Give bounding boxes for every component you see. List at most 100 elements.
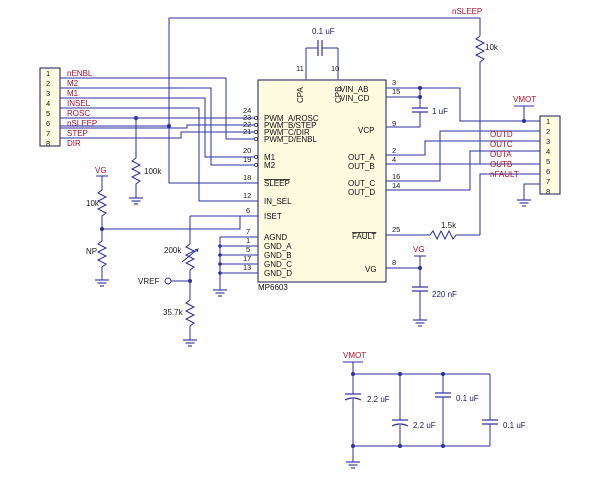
left-header-net-labels: nENBL M2 M1 INSEL ROSC nSLEEP STEP DIR [67, 69, 97, 148]
label-res-nsleep: 10k [485, 43, 499, 52]
left-header-wiring [60, 77, 258, 202]
left-header-pin-numbers: 1 2 3 4 5 6 7 8 [46, 69, 50, 148]
pin-24: 24 [243, 106, 251, 115]
pin-label-out-a: OUT_A [348, 153, 375, 162]
right-header-pin-1: 1 [546, 117, 550, 126]
pin-label-gnd-a: GND_A [264, 242, 292, 251]
pin-label-vin-ab: VIN_AB [340, 85, 368, 94]
pin-7: 7 [246, 227, 250, 236]
label-cap-vg: 220 nF [432, 290, 457, 299]
net-label-m1: M1 [67, 89, 79, 98]
vref-test-point-icon [164, 277, 172, 285]
pin-label-vin-cd: VIN_CD [340, 94, 370, 103]
pin-label-iset: ISET [264, 212, 282, 221]
right-header-net-labels: OUTD OUTC OUTA OUTB nFAULT [490, 130, 519, 179]
label-res-fault: 1.5k [441, 221, 457, 230]
net-label-m2: M2 [67, 79, 79, 88]
pin-label-m1: M1 [264, 153, 276, 162]
chip-right-pins: VIN_AB 3 VIN_CD 15 VCP 9 OUT_A 2 OUT_B 4… [340, 78, 400, 274]
pin-18: 18 [243, 173, 251, 182]
net-label-nsleep-top: nSLEEP [452, 7, 482, 16]
net-label-outd: OUTD [490, 130, 513, 139]
left-header-pin-6: 6 [46, 119, 50, 128]
pin-14: 14 [392, 181, 400, 190]
right-header-pin-8: 8 [546, 187, 550, 196]
pin-label-out-d: OUT_D [348, 188, 375, 197]
pin-6: 6 [246, 206, 250, 215]
pin-label-out-b: OUT_B [348, 162, 375, 171]
pin-label-vcp: VCP [358, 126, 374, 135]
chip-top-pins: 0.1 uF 11 10 CPA CPB [296, 27, 343, 103]
pin-label-cpa: CPA [296, 86, 305, 103]
left-header-pin-4: 4 [46, 99, 50, 108]
vref-network: 200k VREF 35.7k [138, 215, 258, 347]
label-cap-vcp: 1 uF [432, 107, 448, 116]
net-label-dir: DIR [67, 139, 81, 148]
pin-label-pwm-a: PWM_A/ROSC [264, 114, 319, 123]
chip-left-pins: 24 PWM_A/ROSC 23 PWM_B/STEP 22 PWM_C/DIR… [243, 106, 319, 278]
resistor-100k: 100k [130, 116, 162, 198]
vin-wiring: 1 uF [386, 86, 535, 128]
power-label-vmot-right: VMOT [513, 95, 536, 104]
left-header-pin-3: 3 [46, 89, 50, 98]
net-label-rosc: ROSC [67, 109, 90, 118]
pin-15: 15 [392, 87, 400, 96]
label-vref: VREF [138, 277, 159, 286]
right-header-pin-4: 4 [546, 147, 550, 156]
pin-label-sleep: SLEEP [264, 179, 290, 188]
label-cap-cp: 0.1 uF [312, 27, 335, 36]
vg-divider: VG 10k NP [86, 166, 258, 287]
bulk-capacitor-bank: VMOT 2.2 uF 2.2 uF 0.1 uF 0.1 uF [343, 351, 526, 469]
pin-9: 9 [392, 119, 396, 128]
pin-13: 13 [243, 263, 251, 272]
net-label-nenbl: nENBL [67, 69, 93, 78]
pin-11: 11 [296, 64, 304, 73]
pin-10: 10 [331, 64, 339, 73]
pin-12: 12 [243, 191, 251, 200]
net-label-step: STEP [67, 129, 88, 138]
pin-label-cpb: CPB [334, 87, 343, 103]
label-pot-200k: 200k [164, 246, 182, 255]
pin-8: 8 [392, 258, 396, 267]
pin-label-agnd: AGND [264, 233, 287, 242]
pin-2: 2 [392, 146, 396, 155]
pin-5: 5 [246, 245, 250, 254]
pin-22: 22 [243, 120, 251, 129]
pin-label-in-sel: IN_SEL [264, 197, 292, 206]
pin-17: 17 [243, 254, 251, 263]
pin-label-pwm-b: PWM_B/STEP [264, 121, 316, 130]
net-label-nsleep-left: nSLEEP [67, 119, 97, 128]
chip-part-name: MP6603 [258, 283, 288, 292]
label-np: NP [86, 247, 97, 256]
left-header-pin-1: 1 [46, 69, 50, 78]
pin-label-m2: M2 [264, 161, 276, 170]
pin-label-pwm-d: PWM_D/ENBL [264, 135, 317, 144]
net-label-outa: OUTA [490, 150, 512, 159]
pin-19: 19 [243, 155, 251, 164]
power-label-vg-left: VG [95, 166, 107, 175]
pin-4: 4 [392, 155, 396, 164]
right-header-pin-6: 6 [546, 167, 550, 176]
pin-label-out-c: OUT_C [348, 179, 375, 188]
left-header-pin-8: 8 [46, 139, 50, 148]
pin-1: 1 [246, 236, 250, 245]
left-header-connector [39, 67, 61, 147]
right-header-connector [539, 115, 561, 195]
net-label-nfault: nFAULT [490, 170, 519, 179]
label-bulk-cap-3: 0.1 uF [456, 394, 479, 403]
pin-25: 25 [392, 225, 400, 234]
right-header-pin-2: 2 [546, 127, 550, 136]
vg-cap: VG 220 nF [386, 245, 457, 327]
left-header-pin-7: 7 [46, 129, 50, 138]
nsleep-net: nSLEEP [167, 7, 482, 184]
pin-label-gnd-c: GND_C [264, 260, 292, 269]
label-100k: 100k [144, 167, 162, 176]
left-header-pin-5: 5 [46, 109, 50, 118]
right-header-pin-numbers: 1 2 3 4 5 6 7 8 [546, 117, 550, 196]
pin-label-fault: FAULT [352, 232, 376, 241]
pin-20: 20 [243, 146, 251, 155]
net-label-outb: OUTB [490, 160, 512, 169]
pin-label-gnd-b: GND_B [264, 251, 292, 260]
chip-ground-wiring [213, 236, 258, 297]
label-bulk-cap-1: 2.2 uF [367, 395, 390, 404]
